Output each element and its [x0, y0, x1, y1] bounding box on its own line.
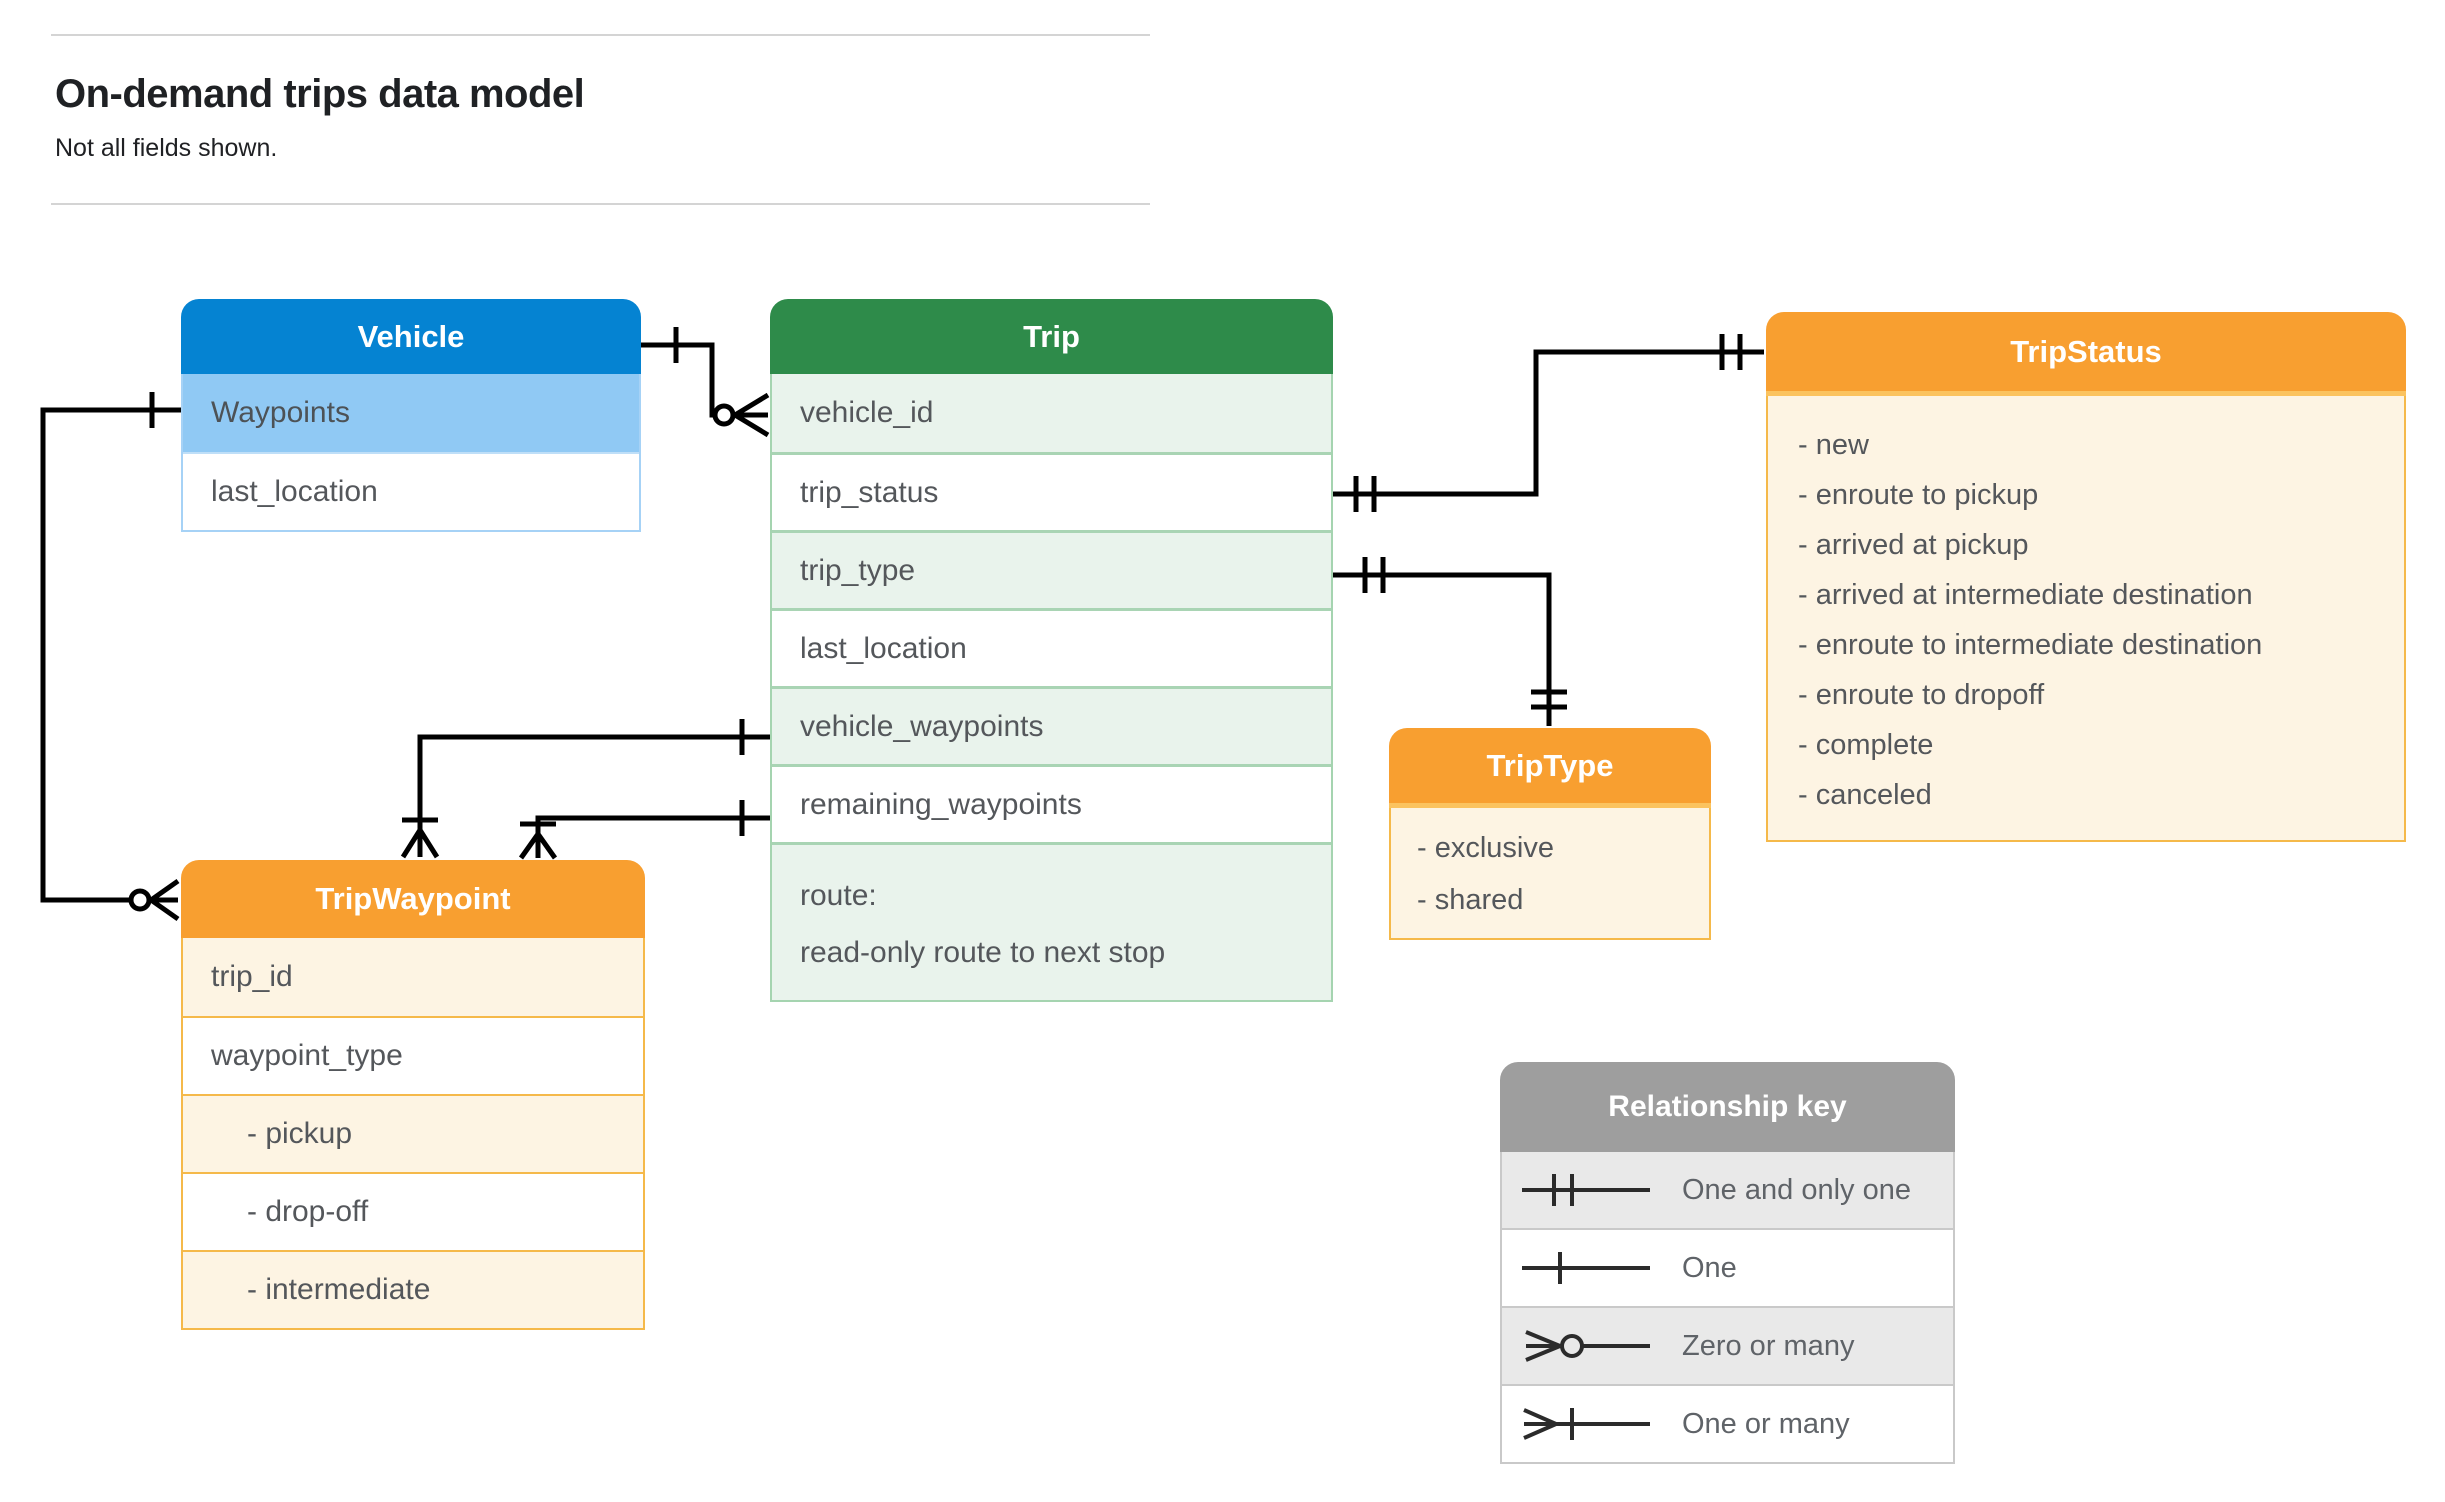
tripstatus-value: - enroute to intermediate destination [1798, 629, 2263, 661]
connector-vehicle-tripwaypoint [40, 392, 181, 922]
entity-vehicle-title: Vehicle [181, 299, 641, 374]
tripwaypoint-field-row: - intermediate [183, 1250, 643, 1328]
tripstatus-value: - arrived at intermediate destination [1798, 579, 2253, 611]
connector-vehicle-trip [641, 327, 770, 438]
connector-trip-tripstatus [1333, 334, 1764, 512]
trip-field-row: trip_status [772, 452, 1331, 530]
zero-or-many-crowfoot [149, 878, 180, 922]
entity-triptype: TripType - exclusive - shared [1389, 728, 1711, 940]
entity-triptype-values: - exclusive - shared [1389, 808, 1711, 940]
tripwaypoint-field-row: - drop-off [183, 1172, 643, 1250]
entity-tripstatus-title: TripStatus [1766, 312, 2406, 396]
legend-label: One [1682, 1251, 1737, 1284]
connector-trip-tripwaypoint-remaining-waypoints [518, 800, 770, 860]
tripwaypoint-field-row: trip_id [183, 938, 643, 1016]
tripstatus-value: - complete [1798, 729, 1934, 761]
triptype-value: - exclusive [1417, 832, 1554, 864]
tripstatus-value: - arrived at pickup [1798, 529, 2029, 561]
trip-field-row: vehicle_waypoints [772, 686, 1331, 764]
one-or-many-symbol [1523, 1408, 1650, 1440]
entity-tripwaypoint-title: TripWaypoint [181, 860, 645, 938]
tripstatus-value: - enroute to pickup [1798, 479, 2039, 511]
vehicle-field-row: Waypoints [183, 374, 639, 452]
tripwaypoint-field-row: - pickup [183, 1094, 643, 1172]
one-and-only-one-ticks [1353, 334, 1743, 512]
legend-label: Zero or many [1682, 1329, 1855, 1362]
one-symbol [1522, 1252, 1650, 1284]
legend-label: One or many [1682, 1407, 1850, 1440]
vehicle-field-row: last_location [183, 452, 639, 530]
zero-or-many-crowfoot [733, 392, 770, 438]
relationship-key-title: Relationship key [1500, 1062, 1955, 1152]
entity-triptype-title: TripType [1389, 728, 1711, 808]
page-subtitle: Not all fields shown. [55, 134, 278, 162]
tripstatus-value: - enroute to dropoff [1798, 679, 2045, 711]
entity-trip-title: Trip [770, 299, 1333, 374]
page-title: On-demand trips data model [55, 72, 585, 116]
connector-trip-tripwaypoint-vehicle-waypoints [400, 719, 770, 859]
trip-field-row: vehicle_id [772, 374, 1331, 452]
zero-or-many-circle [128, 888, 152, 912]
trip-field-row: remaining_waypoints [772, 764, 1331, 842]
tripstatus-value: - canceled [1798, 779, 1932, 811]
entity-tripstatus-values: - new - enroute to pickup - arrived at pic… [1766, 396, 2406, 842]
entity-tripstatus: TripStatus - new - enroute to pickup - arr… [1766, 312, 2406, 842]
divider-bottom [51, 203, 1150, 205]
one-and-only-one-ticks [1362, 557, 1567, 710]
legend-row: One and only one [1502, 1152, 1953, 1228]
one-and-only-one-symbol [1522, 1174, 1650, 1206]
one-or-many-crowfoot [518, 832, 558, 860]
trip-field-row: trip_type [772, 530, 1331, 608]
zero-or-many-symbol [1525, 1330, 1650, 1362]
tripstatus-value: - new [1798, 429, 1869, 461]
legend-row: One or many [1502, 1384, 1953, 1462]
legend-label: One and only one [1682, 1173, 1911, 1206]
legend-row: One [1502, 1228, 1953, 1306]
one-or-many-crowfoot [400, 828, 440, 859]
trip-field-row: route: read-only route to next stop [772, 842, 1331, 1000]
zero-or-many-circle [712, 403, 736, 427]
connector-trip-triptype [1333, 557, 1567, 726]
divider-top [51, 34, 1150, 36]
legend-row: Zero or many [1502, 1306, 1953, 1384]
trip-field-row: last_location [772, 608, 1331, 686]
relationship-key: Relationship key One and only one One [1500, 1062, 1955, 1464]
tripwaypoint-field-row: waypoint_type [183, 1016, 643, 1094]
relationship-key-rows: One and only one One Zero or many [1500, 1152, 1955, 1464]
triptype-value: - shared [1417, 884, 1524, 916]
